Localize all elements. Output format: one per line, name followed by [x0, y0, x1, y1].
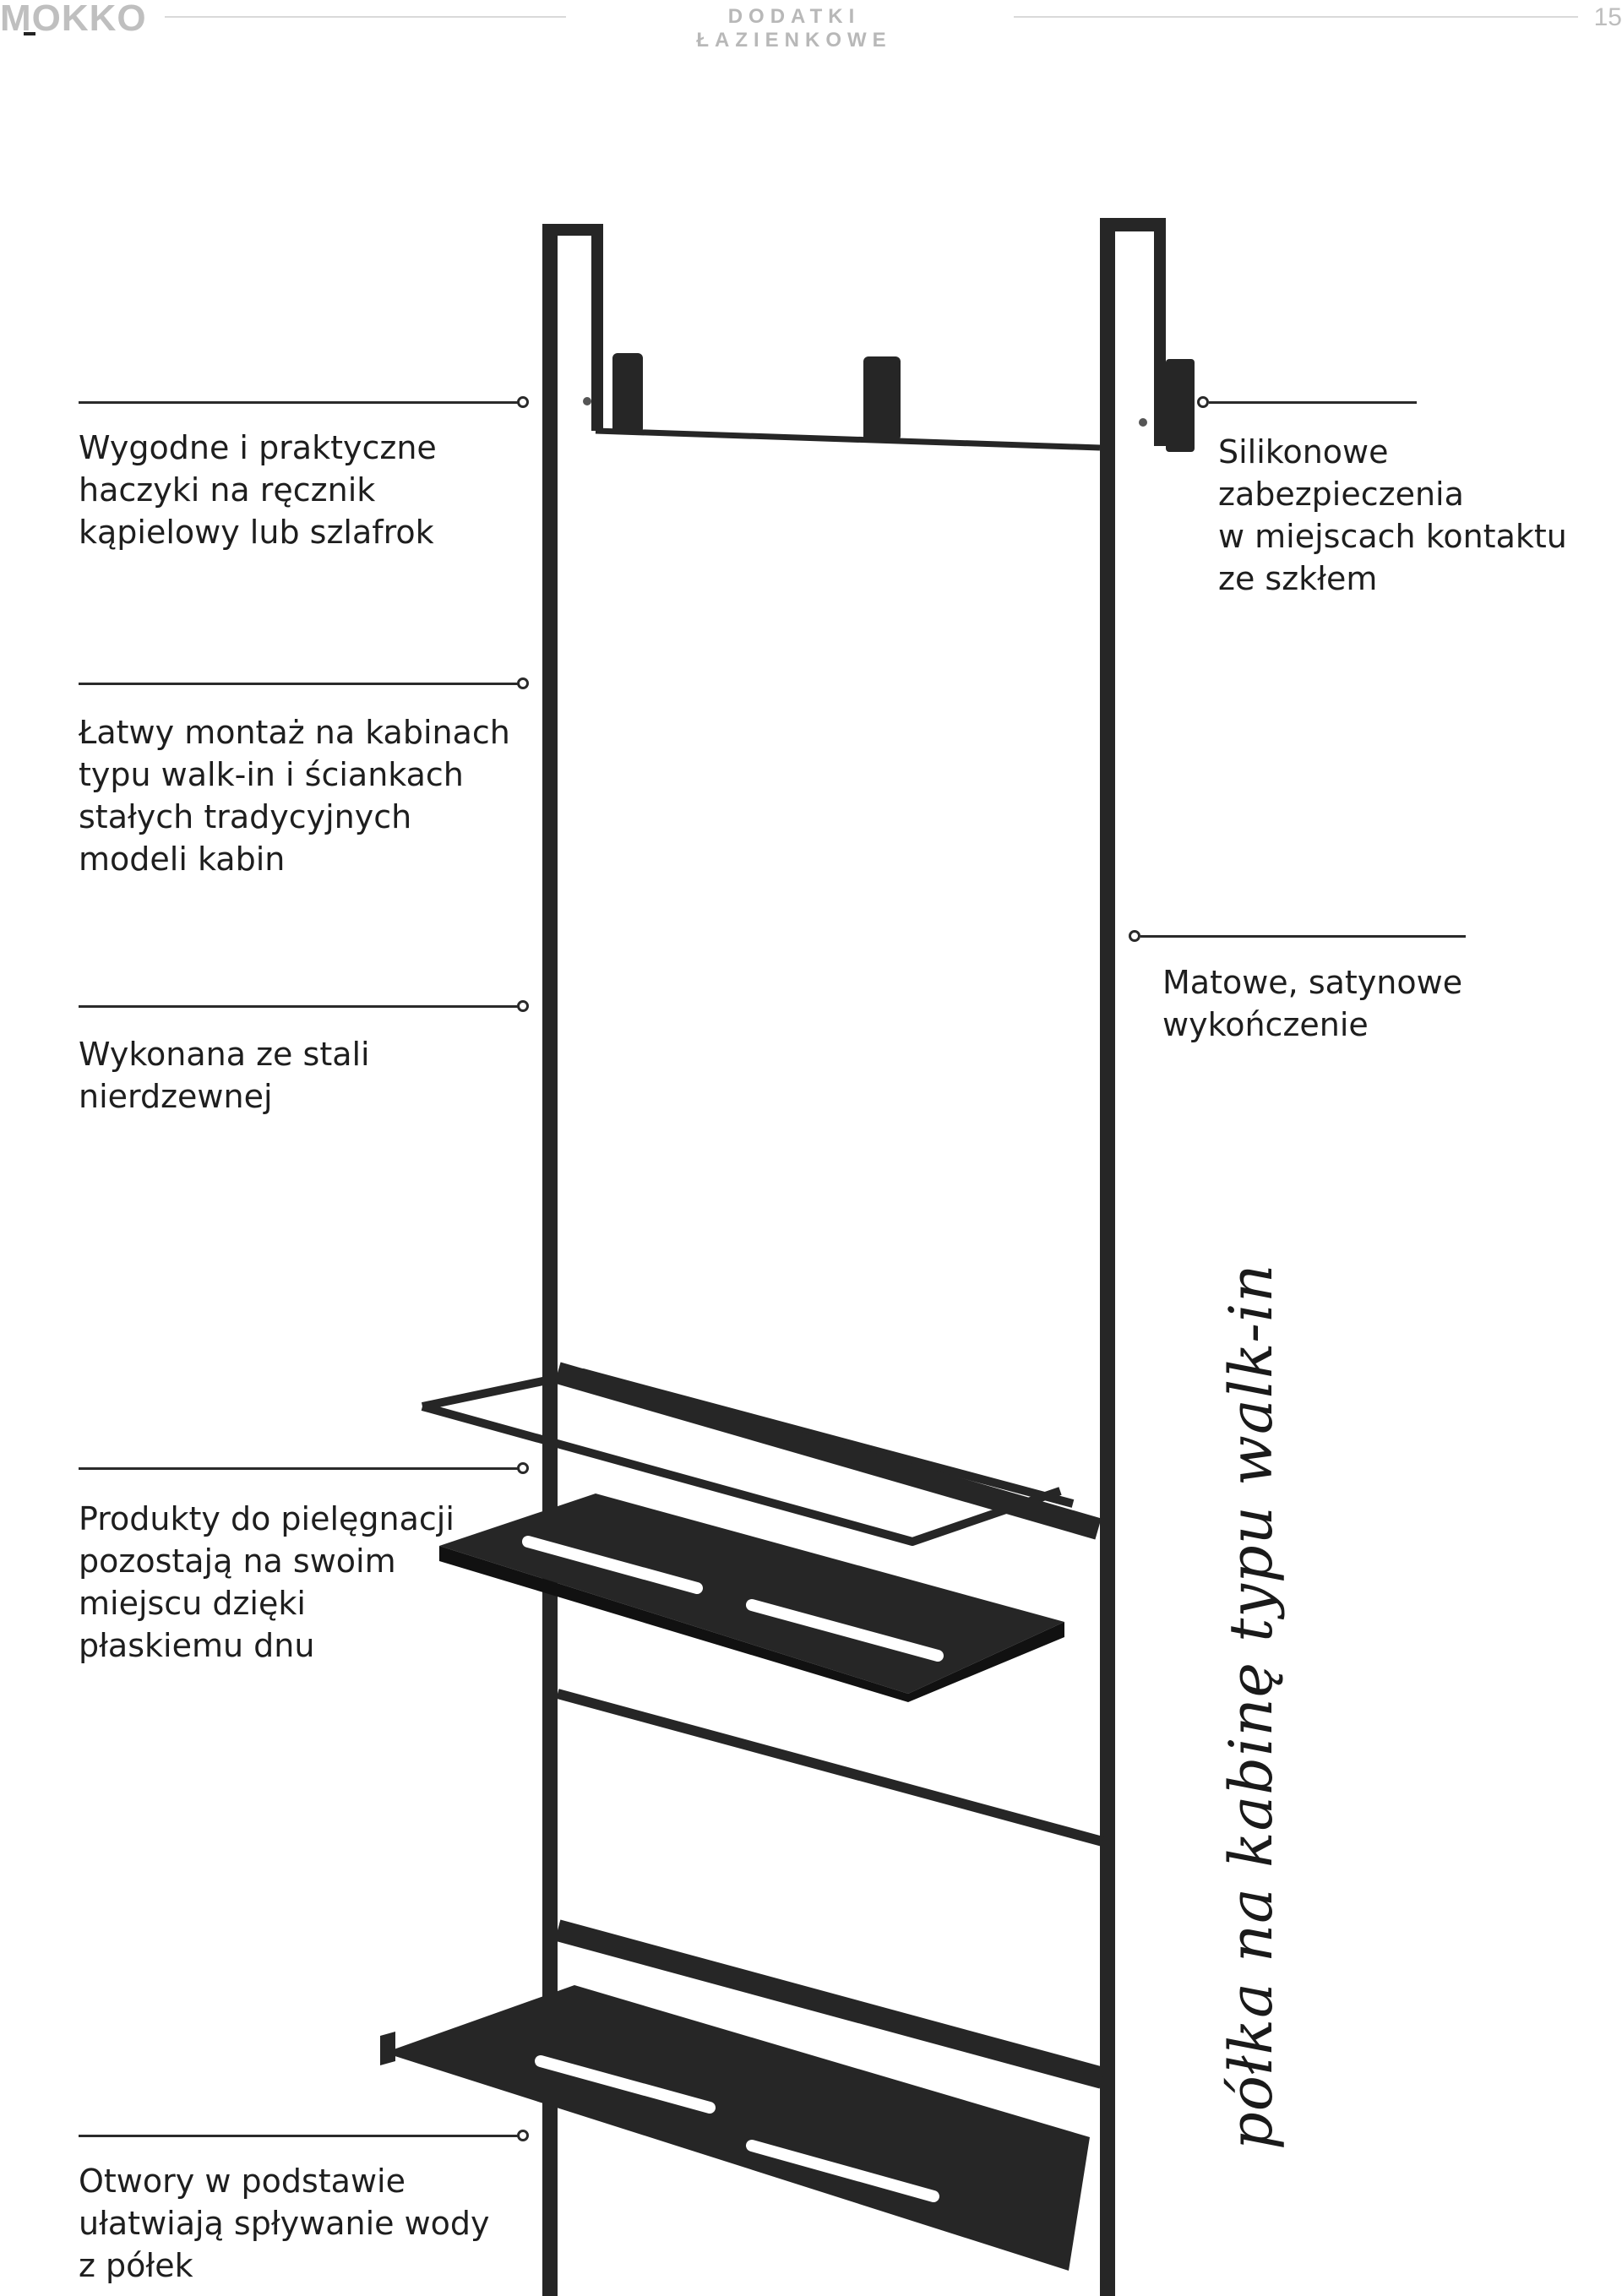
holes-callout: Otwory w podstawie ułatwiają spływanie w… — [79, 2163, 490, 2284]
silicone-callout: Silikonowe zabezpieczenia w miejscach ko… — [1218, 433, 1567, 597]
lower-shelf-slot — [535, 2055, 716, 2114]
upper-shelf-slot — [522, 1536, 703, 1594]
hooks-leader-line — [79, 401, 518, 404]
page-number: 15 — [1593, 3, 1622, 31]
finish-leader-line — [1140, 935, 1466, 938]
left-upright — [542, 224, 603, 2296]
steel-callout: Wykonana ze stali nierdzewnej — [79, 1036, 370, 1115]
lower-shelf-slot — [746, 2140, 939, 2202]
brand-logo: MOKKO — [0, 0, 147, 39]
towel-hook-middle — [863, 356, 901, 441]
header-rule-left — [165, 16, 566, 18]
products-leader-dot — [517, 1462, 529, 1474]
silicone-leader-dot — [1197, 396, 1209, 408]
header-rule-right — [1014, 16, 1578, 18]
hooks-leader-dot — [517, 396, 529, 408]
hook-bar — [595, 427, 1101, 451]
finish-leader-dot — [1129, 930, 1140, 942]
product-tagline: półka na kabinę typu walk-in — [1216, 1263, 1286, 2150]
towel-rail — [421, 1368, 1075, 1546]
upper-shelf-slot — [746, 1599, 944, 1662]
holes-leader-dot — [517, 2130, 529, 2141]
towel-hook-left — [612, 353, 643, 433]
products-callout: Produkty do pielęgnacji pozostają na swo… — [79, 1500, 454, 1664]
steel-leader-line — [79, 1005, 518, 1008]
right-upright — [1100, 218, 1195, 2296]
products-leader-line — [79, 1467, 518, 1470]
lower-shelf-tray — [384, 1985, 1090, 2271]
upper-shelf-back — [554, 1362, 1102, 1540]
holes-leader-line — [79, 2135, 518, 2137]
mounting-leader-dot — [517, 677, 529, 689]
brand-mark — [24, 32, 35, 35]
mounting-callout: Łatwy montaż na kabinach typu walk-in i … — [79, 714, 510, 878]
silicone-leader-line — [1209, 401, 1417, 404]
section-title: DODATKI ŁAZIENKOWE — [696, 5, 892, 52]
finish-callout: Matowe, satynowe wykończenie — [1162, 964, 1463, 1043]
hooks-callout: Wygodne i praktyczne haczyki na ręcznik … — [79, 429, 437, 551]
middle-crossbar — [556, 1689, 1104, 1847]
lower-shelf-back — [554, 1919, 1106, 2089]
steel-leader-dot — [517, 1000, 529, 1012]
mounting-leader-line — [79, 683, 518, 685]
